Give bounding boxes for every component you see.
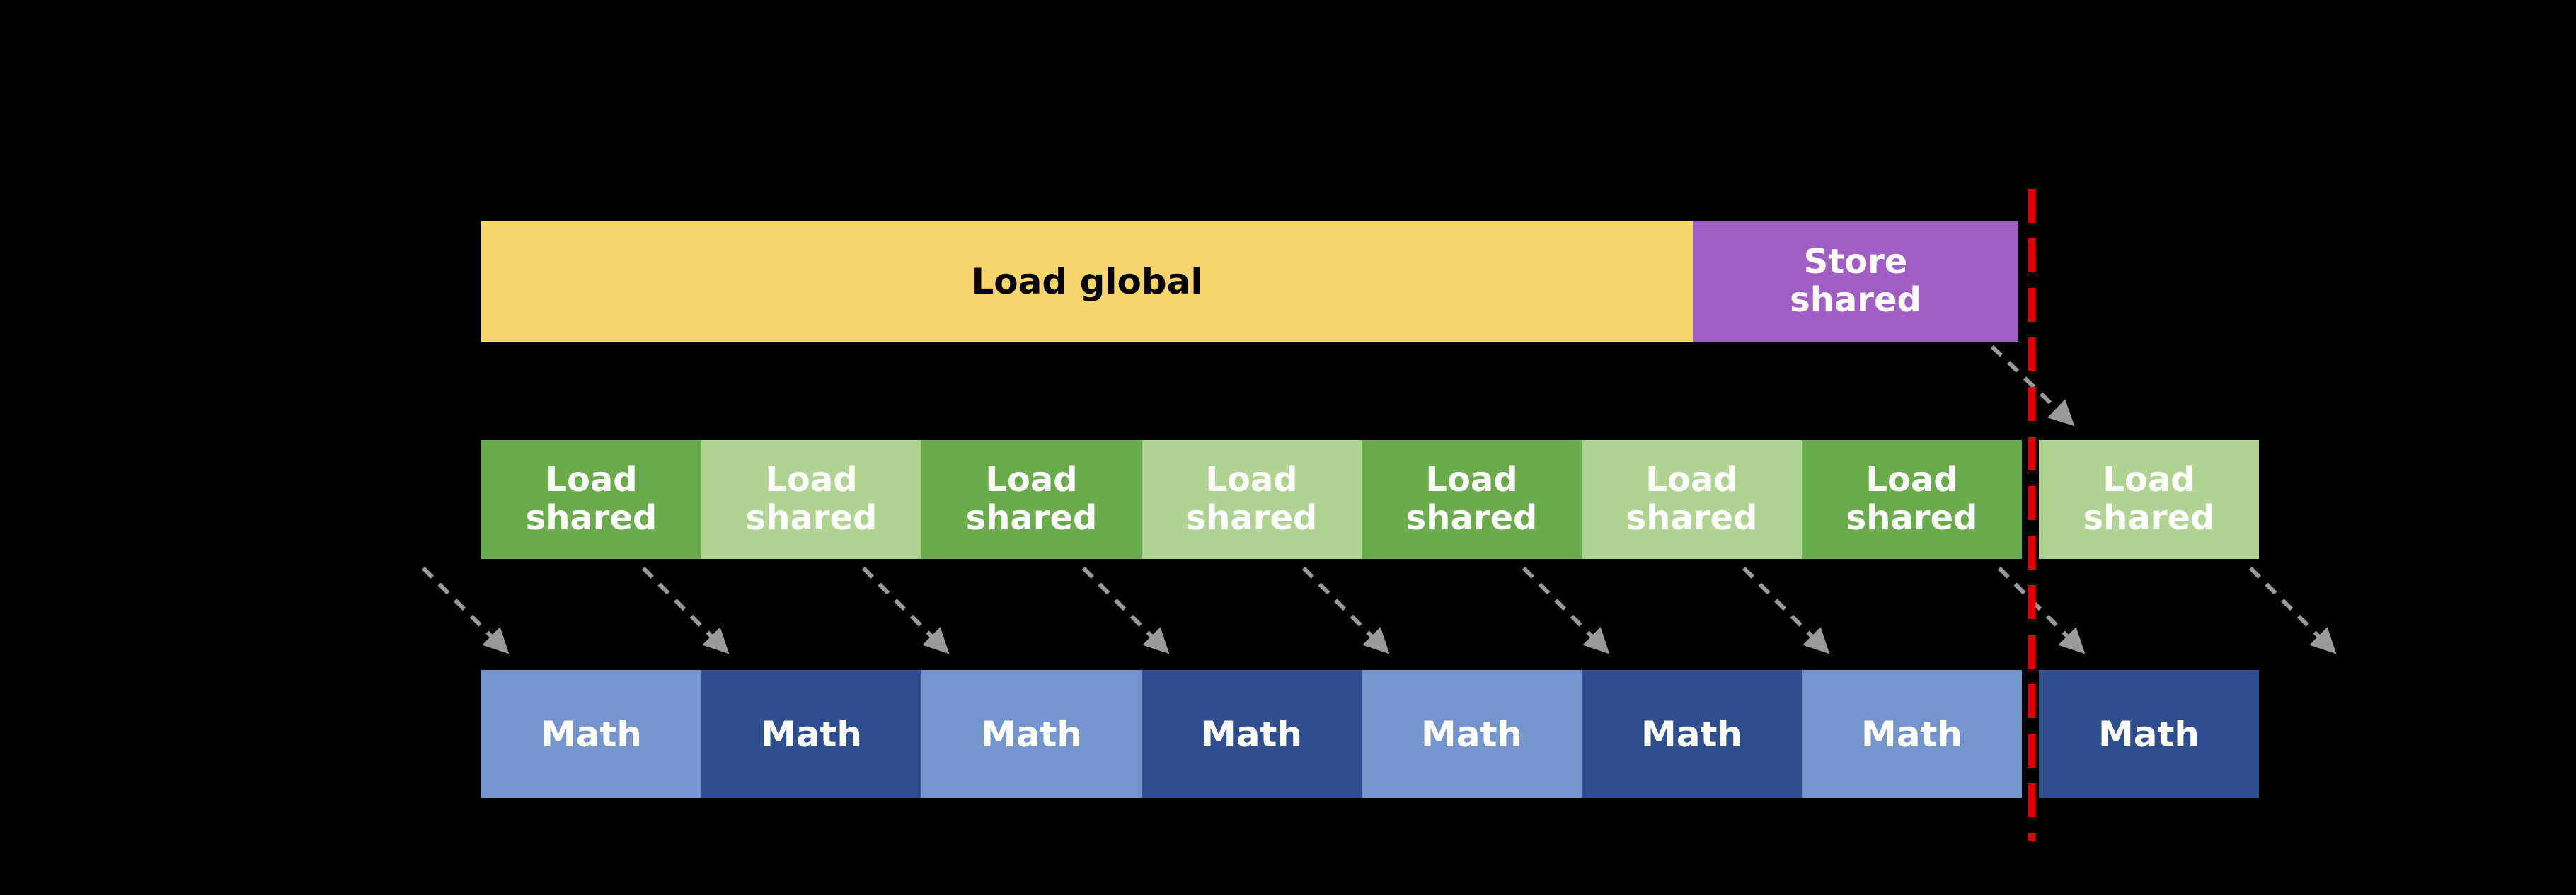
- load-shared-bar: Load shared: [2039, 440, 2259, 559]
- bar-label: Math: [1201, 713, 1302, 755]
- bar-label: Math: [981, 713, 1082, 755]
- bar-label: shared: [2083, 498, 2215, 538]
- bar-label: Load: [1425, 460, 1518, 500]
- load-shared-bar: Load shared: [1582, 440, 1802, 559]
- bar-label: Math: [761, 713, 862, 755]
- math-bar: Math: [481, 670, 701, 798]
- load-shared-bar: Load shared: [1142, 440, 1362, 559]
- load-shared-bar: Load shared: [1802, 440, 2022, 559]
- bar-label: Math: [541, 713, 642, 755]
- bar-label: Math: [2098, 713, 2200, 755]
- dependency-arrow: [1301, 566, 1390, 654]
- dependency-arrow: [861, 566, 950, 654]
- math-bar: Math: [1802, 670, 2022, 798]
- dependency-arrow: [1522, 566, 1610, 654]
- dependency-arrow: [1742, 566, 1830, 654]
- dependency-arrow: [421, 566, 510, 654]
- bar-label: shared: [525, 498, 657, 538]
- dependency-arrow: [1997, 566, 2086, 654]
- load-global-label: Load global: [971, 261, 1203, 302]
- math-bar: Math: [1582, 670, 1802, 798]
- bar-label: shared: [745, 498, 878, 538]
- bar-label: shared: [965, 498, 1098, 538]
- store-shared-label-line2: shared: [1790, 280, 1921, 320]
- dependency-arrow: [2248, 566, 2337, 654]
- bar-label: Math: [1421, 713, 1522, 755]
- math-bar: Math: [701, 670, 921, 798]
- load-shared-bar: Load shared: [701, 440, 921, 559]
- dependency-arrow: [1081, 566, 1170, 654]
- bar-label: Math: [1861, 713, 1962, 755]
- bar-label: shared: [1626, 498, 1758, 538]
- bar-label: Load: [1865, 460, 1958, 500]
- load-shared-bar: Load shared: [921, 440, 1142, 559]
- bar-label: Load: [765, 460, 858, 500]
- store-shared-label-line1: Store: [1803, 242, 1908, 282]
- math-bar: Math: [2039, 670, 2259, 798]
- dependency-arrow: [1990, 345, 2075, 427]
- store-shared-bar: Store shared: [1693, 221, 2018, 342]
- bar-label: shared: [1405, 498, 1538, 538]
- bar-label: Load: [545, 460, 638, 500]
- bar-label: Load: [1205, 460, 1298, 500]
- dependency-arrow: [641, 566, 730, 654]
- load-shared-bar: Load shared: [1362, 440, 1582, 559]
- bar-label: shared: [1185, 498, 1318, 538]
- bar-label: Load: [2103, 460, 2195, 500]
- bar-label: Load: [985, 460, 1078, 500]
- load-global-bar: Load global: [481, 221, 1693, 342]
- load-shared-bar: Load shared: [481, 440, 701, 559]
- math-bar: Math: [1142, 670, 1362, 798]
- bar-label: Math: [1641, 713, 1742, 755]
- math-bar: Math: [921, 670, 1142, 798]
- bar-label: shared: [1846, 498, 1978, 538]
- math-bar: Math: [1362, 670, 1582, 798]
- bar-label: Load: [1645, 460, 1738, 500]
